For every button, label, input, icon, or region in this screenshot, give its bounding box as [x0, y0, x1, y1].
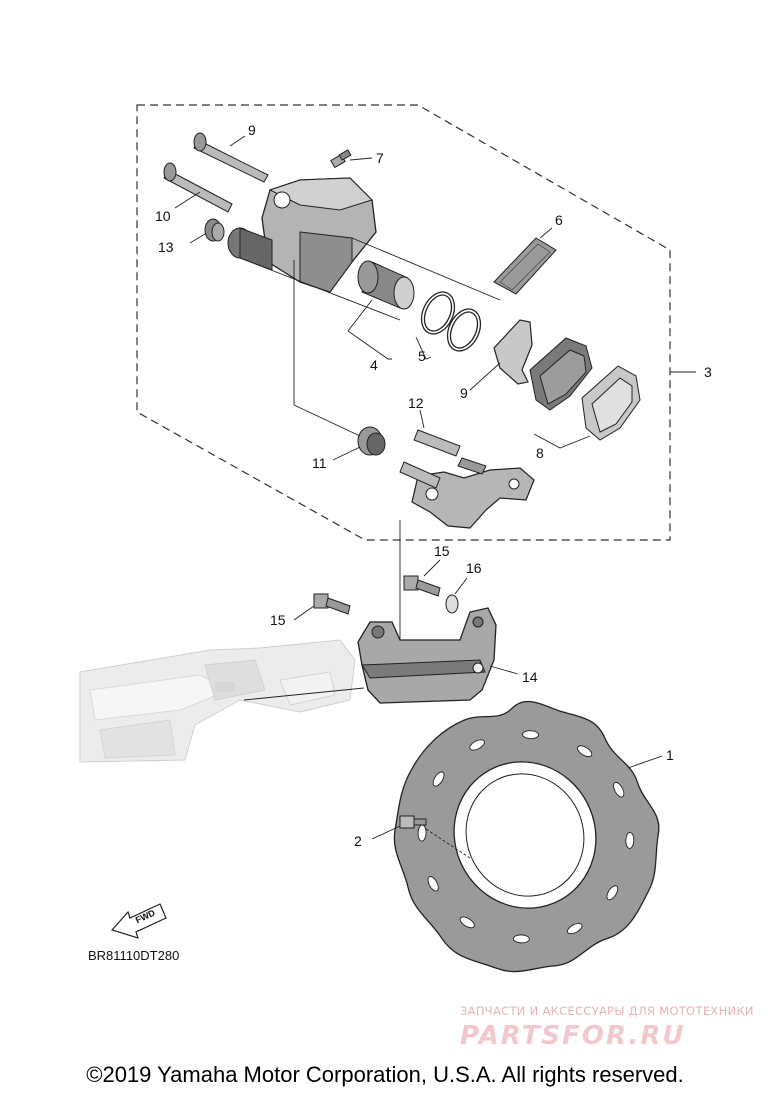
piston-4 — [357, 260, 415, 310]
piston-seals-5 — [420, 291, 482, 352]
forward-arrow-icon: FWD — [110, 903, 167, 939]
disc-bolt-2 — [399, 815, 427, 829]
caliper-support — [411, 467, 535, 529]
caliper-body — [261, 177, 377, 293]
leader-lines — [174, 135, 696, 859]
callout-1: 1 — [666, 747, 674, 763]
pad-spring-9 — [493, 319, 533, 385]
callout-12: 12 — [408, 395, 424, 411]
swingarm-illustration — [79, 639, 356, 763]
callout-13: 13 — [158, 239, 174, 255]
callout-8: 8 — [536, 445, 544, 461]
washer-16 — [445, 594, 459, 614]
boot-11 — [357, 426, 386, 456]
callout-14: 14 — [522, 669, 538, 685]
callout-5: 5 — [418, 348, 426, 364]
callout-10-upper: 9 — [248, 122, 256, 138]
bleed-screw-7 — [330, 149, 352, 169]
callout-7: 7 — [376, 150, 384, 166]
callout-4: 4 — [370, 357, 378, 373]
pad-shim-6 — [493, 237, 557, 295]
copyright-notice: ©2019 Yamaha Motor Corporation, U.S.A. A… — [86, 1062, 684, 1087]
callout-11: 11 — [312, 455, 327, 471]
brake-disc-1 — [393, 700, 660, 973]
callout-15-lower: 15 — [270, 612, 286, 628]
caliper-assembly-boundary — [136, 104, 671, 541]
callout-16: 16 — [466, 560, 482, 576]
callout-3: 3 — [704, 364, 712, 380]
brake-pads-8 — [529, 337, 641, 441]
caliper-bracket-14 — [357, 607, 497, 704]
callout-2: 2 — [354, 833, 362, 849]
boot-13 — [204, 218, 225, 242]
callout-15-upper: 15 — [434, 543, 450, 559]
callout-6: 6 — [555, 212, 563, 228]
pin-10-upper — [193, 132, 269, 183]
bolt-15-lower — [313, 593, 351, 615]
piston-boot — [227, 227, 273, 271]
callout-9: 9 — [460, 385, 468, 401]
watermark-tagline: ЗАПЧАСТИ И АКСЕССУАРЫ ДЛЯ МОТОТЕХНИКИ — [460, 1004, 754, 1018]
diagram-code: BR81110DT280 — [88, 948, 179, 963]
pin-12 — [399, 429, 487, 489]
bolt-15-upper — [403, 575, 441, 597]
pin-10-lower — [163, 162, 233, 213]
callout-10-lower: 10 — [155, 208, 171, 224]
watermark-logo: PARTSFOR.RU — [460, 1021, 685, 1051]
